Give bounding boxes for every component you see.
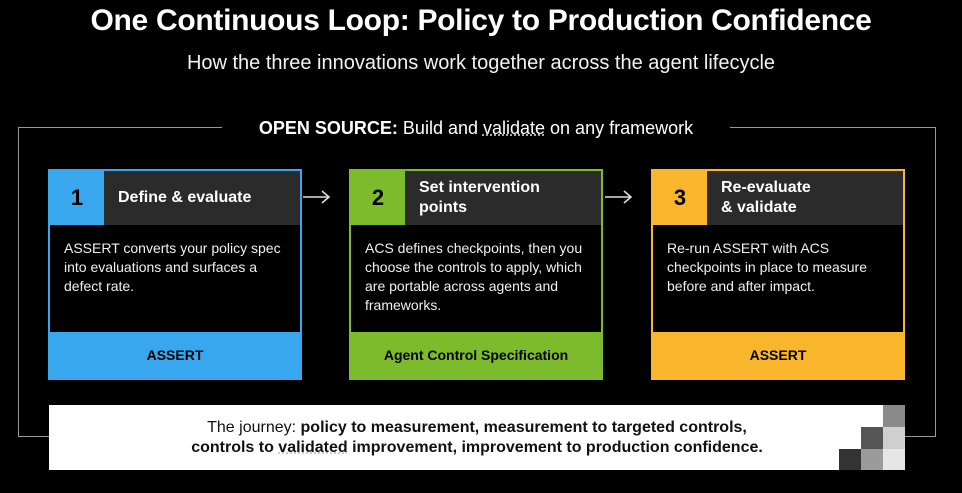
frame-label-bold: OPEN SOURCE: [258,118,398,138]
step-number-1: 1 [50,171,104,225]
journey-summary: The journey: policy to measurement, meas… [49,405,905,470]
journey-line2-underlined: validated [278,439,348,456]
step-title-3: Re-evaluate & validate [707,171,903,225]
journey-line1: policy to measurement, measurement to ta… [300,419,747,436]
step-body-2: ACS defines checkpoints, then you choose… [365,240,583,313]
step-card-2-header: 2 Set intervention points [351,171,601,225]
step-card-2: 2 Set intervention points ACS defines ch… [349,169,603,380]
pixel-mosaic-icon [839,405,905,470]
page-title: One Continuous Loop: Policy to Productio… [90,4,872,37]
step-footer-3: ASSERT [653,332,903,378]
frame-label-text-after: on any framework [545,118,694,138]
step-body-3: Re-run ASSERT with ACS checkpoints in pl… [667,240,867,294]
step-body-1: ASSERT converts your policy spec into ev… [64,240,281,294]
step-footer-1: ASSERT [50,332,300,378]
step-footer-2: Agent Control Specification [351,332,601,378]
journey-line2-a: controls to [191,439,279,456]
step-card-3: 3 Re-evaluate & validate Re-run ASSERT w… [651,169,905,380]
journey-line2-b: improvement, improvement to production c… [347,439,763,456]
arrow-right-icon [303,190,331,204]
frame-label-underlined: validate [482,118,546,138]
step-card-1: 1 Define & evaluate ASSERT converts your… [48,169,302,380]
frame-label: OPEN SOURCE: Build and validate on any f… [222,116,730,140]
page-subtitle: How the three innovations work together … [186,52,776,74]
frame-label-text-before: Build and [397,118,483,138]
step-card-1-header: 1 Define & evaluate [50,171,300,225]
step-number-2: 2 [351,171,405,225]
step-title-1: Define & evaluate [104,171,300,225]
step-title-2: Set intervention points [405,171,601,225]
arrow-right-icon [605,190,633,204]
step-number-3: 3 [653,171,707,225]
step-card-3-header: 3 Re-evaluate & validate [653,171,903,225]
journey-lead: The journey: [207,419,301,436]
